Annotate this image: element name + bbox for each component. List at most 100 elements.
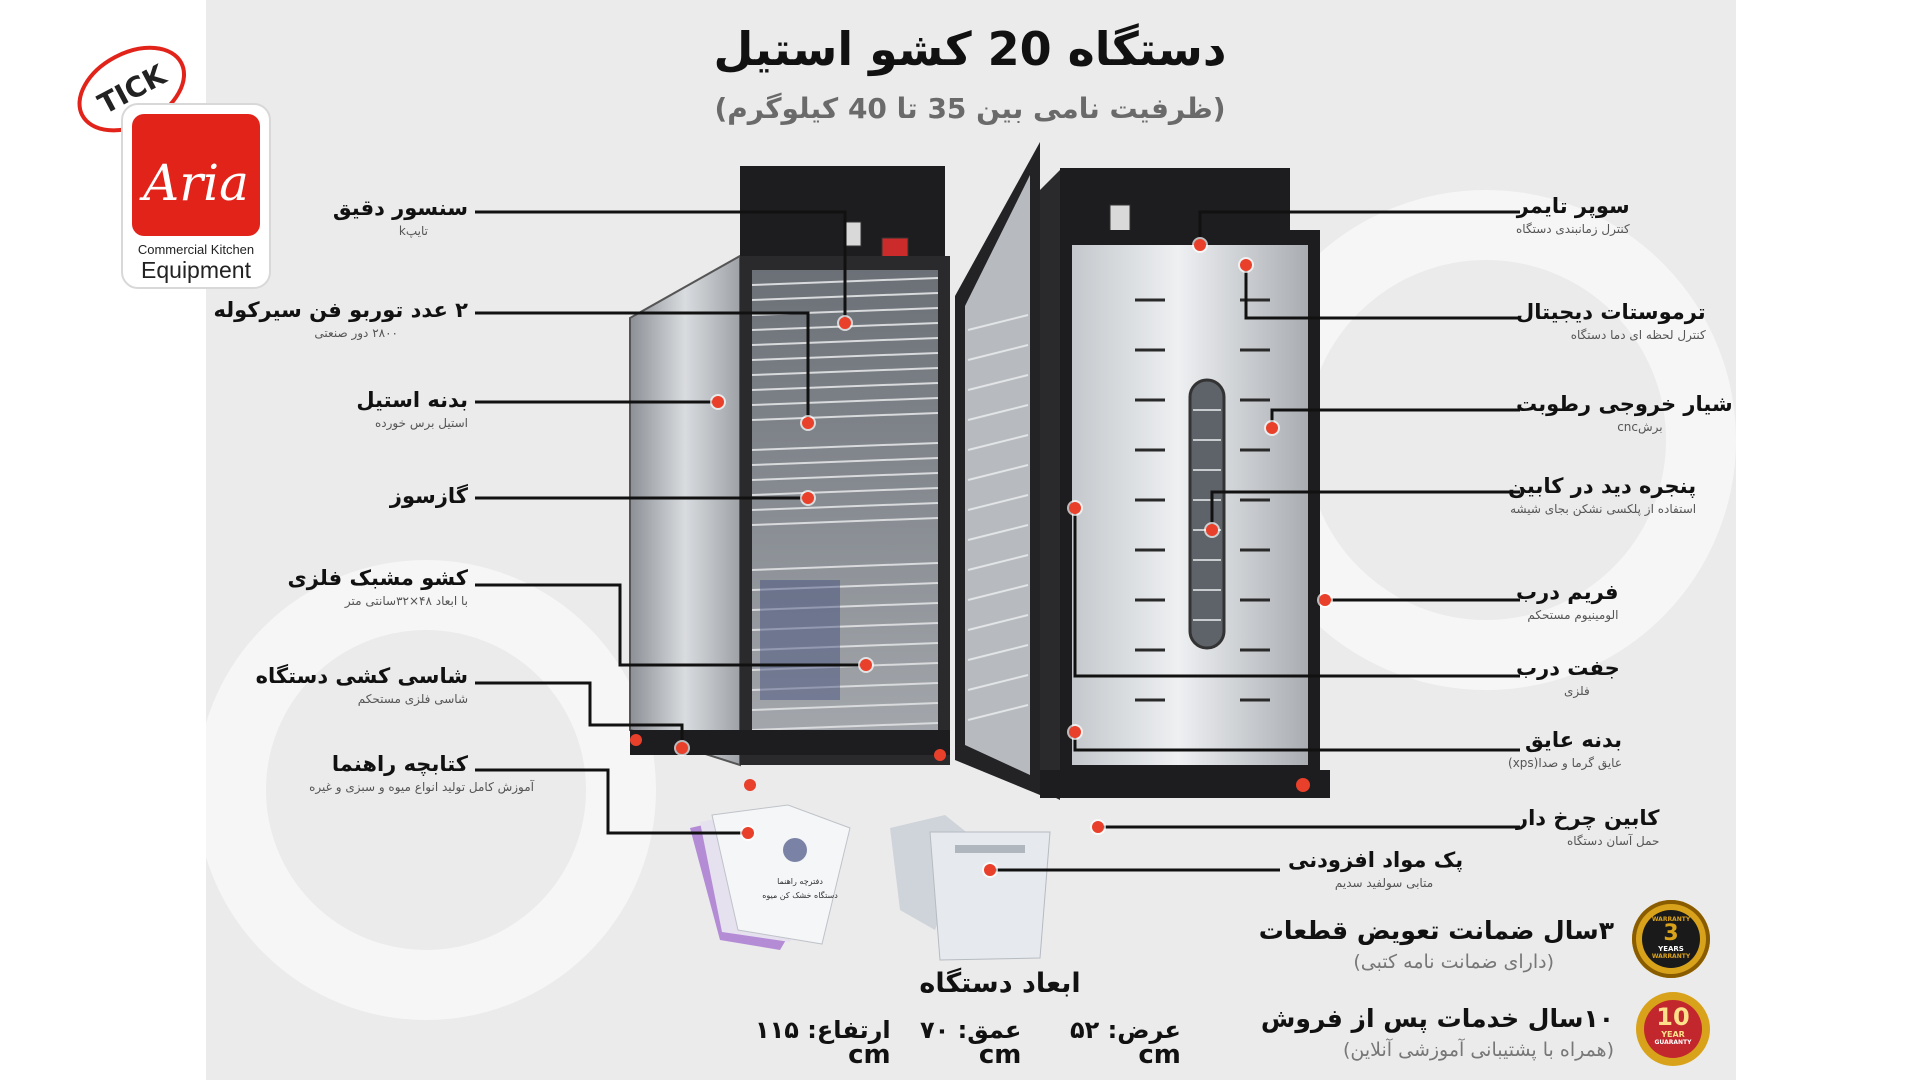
marker-dot <box>802 492 814 504</box>
additive-pack <box>890 815 1051 961</box>
right-unit-base <box>1040 770 1330 798</box>
label-super-timer: سوپر تایمر کنترل زمانبندی دستگاه <box>1516 194 1630 236</box>
label-sub: فلزی <box>1564 684 1590 698</box>
leader-lines <box>475 210 1520 872</box>
label-main: کابین چرخ دار <box>1516 806 1660 830</box>
dimension-width: عرض: ۵۲ cm <box>1070 1016 1181 1070</box>
page-title: دستگاه 20 کشو استیل <box>713 22 1227 76</box>
guaranty-10-year-badge: 10 YEAR GUARANTY <box>1636 992 1710 1066</box>
marker-dot <box>1266 422 1278 434</box>
label-sub: با ابعاد ۴۸×۳۲سانتی متر <box>344 594 468 608</box>
leader-line <box>1073 732 1520 752</box>
marker-dot <box>1069 726 1081 738</box>
label-sub: برشcnc <box>1617 420 1663 434</box>
label-steel-body: بدنه استیل استیل برس خورده <box>356 388 468 430</box>
left-wheel <box>934 749 946 761</box>
label-main: بدنه استیل <box>356 388 468 412</box>
marker-dot <box>1194 239 1206 251</box>
leader-line <box>475 311 810 423</box>
label-sub: آموزش کامل تولید انواع میوه و سبزی و غیر… <box>309 780 534 794</box>
label-turbo-fans: ۲ عدد توربو فن سیرکوله ۲۸۰۰ دور صنعتی <box>214 298 468 340</box>
marker-dot <box>1206 524 1218 536</box>
right-unit-side <box>1040 170 1060 800</box>
door-reflection-shelves <box>967 314 1029 721</box>
leader-line <box>1210 490 1520 530</box>
leader-line <box>1198 210 1520 245</box>
dimension-unit: cm <box>978 1040 1022 1070</box>
pack-bag-front <box>929 831 1051 961</box>
brand-logo: TICK Aria Commercial Kitchen Equipment <box>77 45 271 289</box>
label-sub: عایق گرما و صدا(xps) <box>1508 756 1622 770</box>
dimension-height-value: ارتفاع: ۱۱۵ <box>755 1016 891 1044</box>
label-main: فریم درب <box>1516 580 1619 604</box>
booklet-line1: دفترچه راهنما <box>777 877 823 886</box>
label-precise-sensor: سنسور دقیق تایپk <box>333 196 468 238</box>
label-sub: کنترل لحظه ای دما دستگاه <box>1570 328 1706 342</box>
label-main: سوپر تایمر <box>1516 194 1630 218</box>
dimension-depth-value: عمق: ۷۰ <box>920 1016 1022 1044</box>
right-unit <box>1040 168 1330 800</box>
dimension-height: ارتفاع: ۱۱۵ cm <box>755 1016 891 1070</box>
warranty-sub: (دارای ضمانت نامه کتبی) <box>1353 951 1554 973</box>
label-insulated-body: بدنه عایق عایق گرما و صدا(xps) <box>1508 728 1622 770</box>
left-unit-fan-area <box>760 580 840 700</box>
marker-dot <box>1092 821 1104 833</box>
logo-line1: Commercial Kitchen <box>138 242 254 257</box>
left-unit <box>629 166 950 791</box>
badge-top: WARRANTY <box>1651 916 1691 923</box>
warranty-3-years-badge: WARRANTY 3 YEARS WARRANTY <box>1632 900 1710 978</box>
label-main: کشو مشبک فلزی <box>287 566 468 590</box>
leader-line <box>475 210 847 323</box>
label-mesh-drawer: کشو مشبک فلزی با ابعاد ۴۸×۳۲سانتی متر <box>288 566 468 608</box>
label-sub: استفاده از پلکسی نشکن بجای شیشه <box>1510 502 1697 516</box>
left-wheel <box>744 779 756 791</box>
vent-slots <box>1135 298 1270 702</box>
label-sub: ۲۸۰۰ دور صنعتی <box>314 326 398 340</box>
dimension-unit: cm <box>1138 1040 1181 1070</box>
label-main: ۲ عدد توربو فن سیرکوله <box>213 298 468 322</box>
badge-value: 10 <box>1656 1003 1690 1031</box>
label-main: شاسی کشی دستگاه <box>255 664 468 688</box>
left-wheel <box>630 734 642 746</box>
booklets: دفترچه راهنما دستگاه خشک کن میوه <box>690 804 851 950</box>
left-unit-cavity <box>752 270 938 750</box>
label-chassis: شاسی کشی دستگاه شاسی فلزی مستحکم <box>256 664 468 706</box>
label-gas-fired: گازسوز <box>390 484 468 512</box>
booklet-front <box>711 804 851 945</box>
marker-dot <box>984 864 996 876</box>
badge-inner: 10 YEAR GUARANTY <box>1644 1000 1702 1058</box>
label-main: جفت درب <box>1516 656 1620 680</box>
label-view-window: پنجره دید در کابین استفاده از پلکسی نشکن… <box>1508 474 1696 516</box>
logo-red-block <box>132 114 260 236</box>
view-window <box>1188 378 1226 650</box>
booklet-logo <box>783 838 807 862</box>
leader-line <box>475 768 748 835</box>
marker-dot <box>1069 502 1081 514</box>
badge-inner: WARRANTY 3 YEARS WARRANTY <box>1642 910 1700 968</box>
label-main: پک مواد افزودنی <box>1288 848 1464 872</box>
marker-dot <box>860 659 872 671</box>
label-additive-pack: پک مواد افزودنی متابی سولفید سدیم <box>1288 848 1463 890</box>
marker-dot <box>712 396 724 408</box>
leader-line <box>475 681 684 748</box>
warranty-main: ۱۰سال خدمات پس از فروش <box>1260 1004 1614 1033</box>
label-double-door: جفت درب فلزی <box>1516 656 1620 698</box>
dimension-depth: عمق: ۷۰ cm <box>920 1016 1021 1070</box>
label-main: کتابچه راهنما <box>331 752 468 776</box>
label-sub: استیل برس خورده <box>375 416 468 430</box>
marker-dot <box>1319 594 1331 606</box>
label-wheeled-cabin: کابین چرخ دار حمل آسان دستگاه <box>1516 806 1659 848</box>
logo-brand: Aria <box>139 154 249 212</box>
left-control-a <box>844 221 862 247</box>
badge-mid: YEAR <box>1661 1030 1685 1039</box>
label-main: سنسور دقیق <box>332 196 468 220</box>
badge-value: 3 <box>1663 921 1679 946</box>
view-window-shelves <box>1193 409 1221 621</box>
label-main: شیار خروجی رطوبت <box>1516 392 1733 416</box>
open-door <box>955 142 1040 795</box>
label-digital-thermostat: ترموستات دیجیتال کنترل لحظه ای دما دستگا… <box>1516 300 1706 342</box>
warranty-main: ۳سال ضمانت تعویض قطعات <box>1258 916 1614 945</box>
label-sub: الومینیوم مستحکم <box>1527 608 1619 622</box>
door-glass <box>965 175 1030 775</box>
